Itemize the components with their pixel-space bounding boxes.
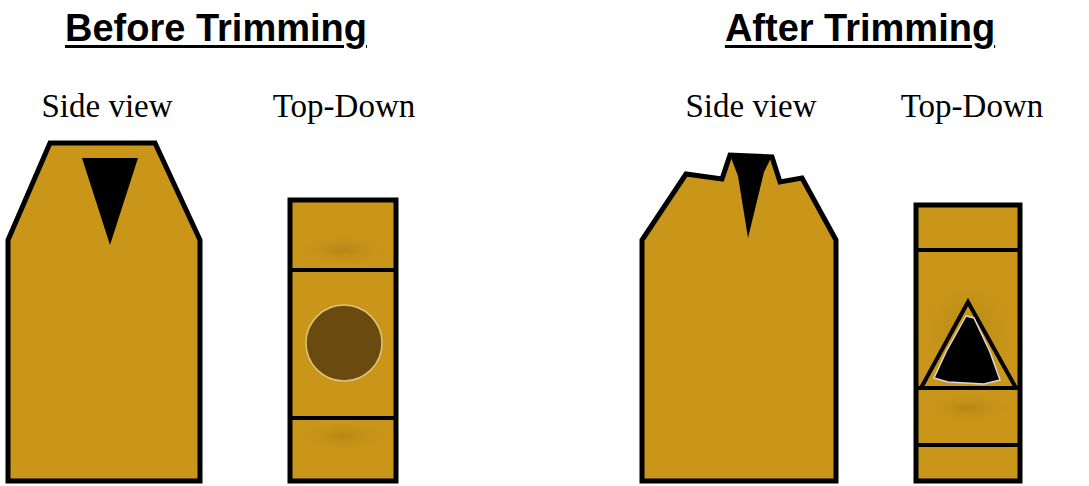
tip-cavity-after <box>730 155 772 238</box>
shading <box>918 392 1018 424</box>
bullet-side-before <box>8 143 200 481</box>
view-label: Top-Down <box>273 88 416 124</box>
panel-heading: After Trimming <box>725 8 995 50</box>
bullet-side-after <box>642 155 836 481</box>
tip-opening <box>934 316 1000 384</box>
shading <box>293 420 393 452</box>
bullet-top-before <box>290 200 396 481</box>
panel-heading: Before Trimming <box>65 8 367 50</box>
edge-line <box>290 416 396 420</box>
view-label: Top-Down <box>901 88 1044 124</box>
tip-cavity-before <box>82 158 138 245</box>
tip-opening <box>306 305 382 381</box>
tip-triangle <box>921 302 1016 388</box>
shading <box>913 270 1023 390</box>
edge-line <box>290 268 396 272</box>
edge-line <box>916 248 1020 252</box>
view-label: Side view <box>41 88 172 124</box>
edge-line <box>916 443 1020 447</box>
view-label: Side view <box>685 88 816 124</box>
shading <box>293 232 393 268</box>
